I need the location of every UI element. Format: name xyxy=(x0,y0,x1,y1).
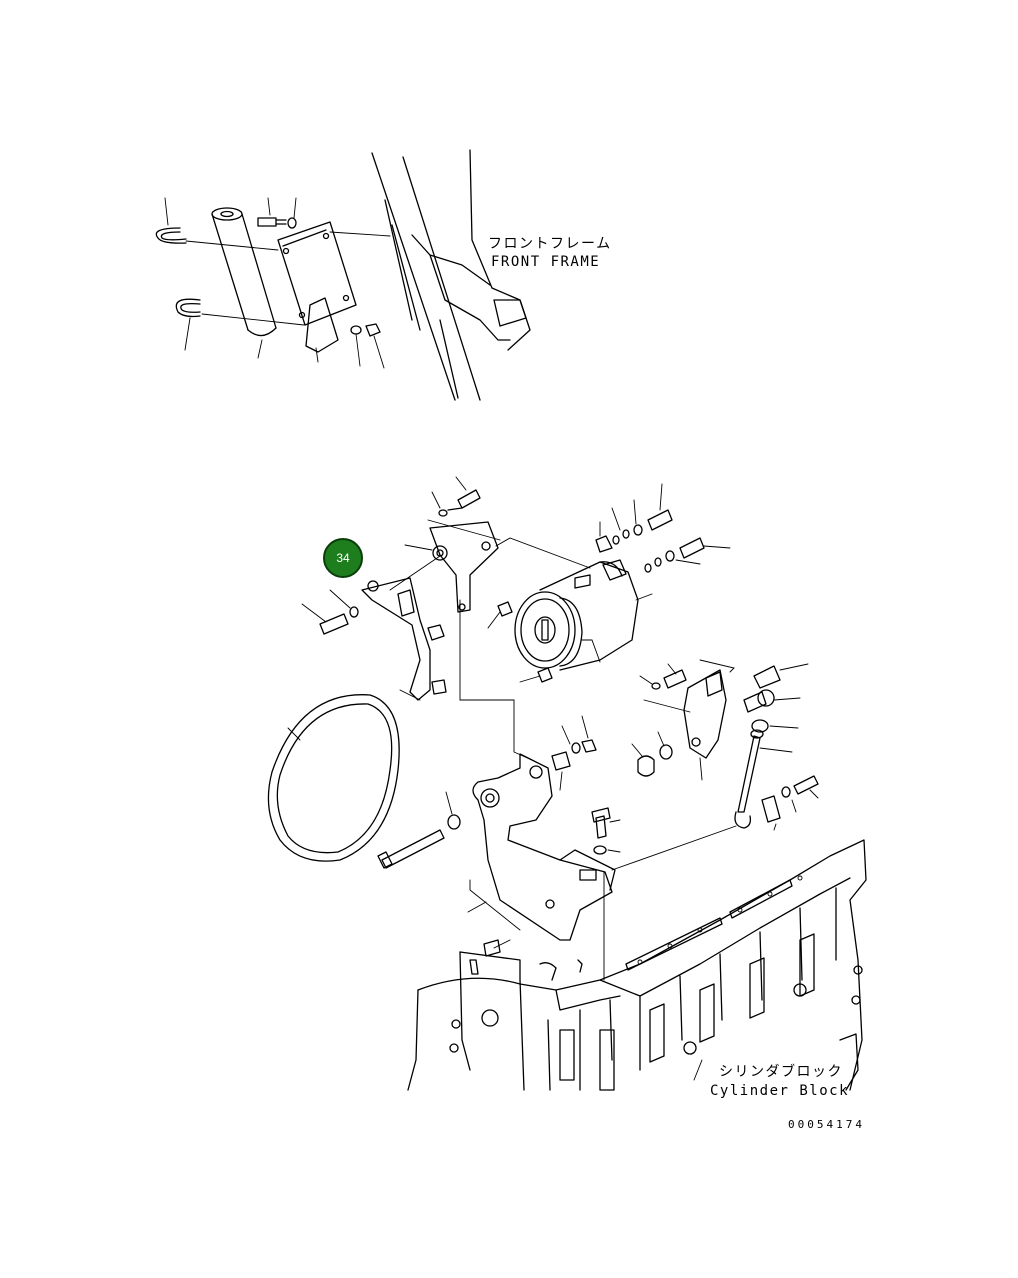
callout-34-hotspot[interactable]: 34 xyxy=(323,538,363,578)
front-frame-label-jp: フロントフレーム xyxy=(488,236,612,252)
callout-34-number[interactable]: 34 xyxy=(336,551,350,565)
cylinder-block-label-en: Cylinder Block xyxy=(710,1083,849,1099)
compressor-assembly xyxy=(267,476,819,981)
cylinder-block xyxy=(407,839,867,1091)
receiver-drier-assembly xyxy=(155,149,531,401)
front-frame-label-en: FRONT FRAME xyxy=(491,254,600,270)
drawing-code: 00054174 xyxy=(788,1118,865,1131)
callout-34-circle[interactable] xyxy=(323,538,363,578)
cylinder-block-label-jp: シリンダブロック xyxy=(719,1063,843,1080)
